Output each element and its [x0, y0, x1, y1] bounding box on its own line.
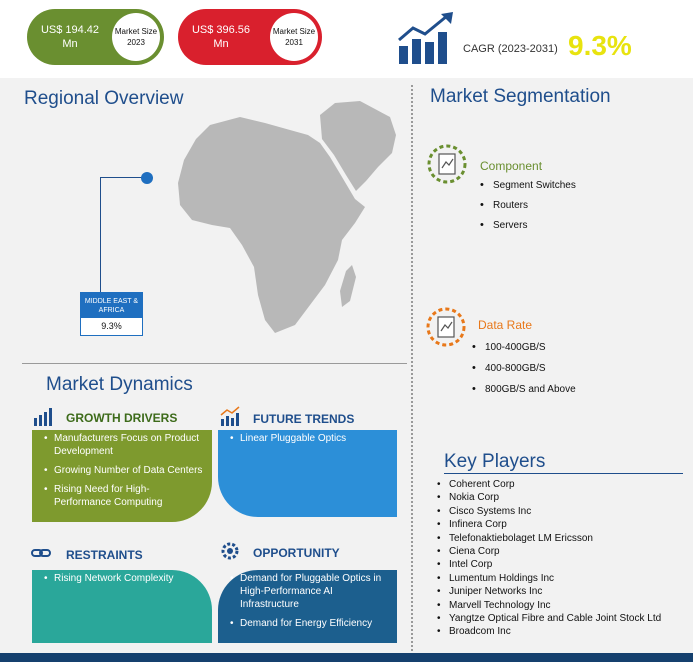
data-rate-list: 100-400GB/S 400-800GB/S 800GB/S and Abov… [472, 341, 576, 405]
market-size-2023-value: US$ 194.42 Mn [40, 24, 100, 50]
key-players-list: Coherent Corp Nokia Corp Cisco Systems I… [437, 478, 677, 639]
list-item: Rising Need for High-Performance Computi… [44, 483, 204, 509]
list-item: Routers [480, 199, 576, 220]
data-rate-icon [426, 307, 466, 347]
region-value: 9.3% [101, 321, 122, 331]
trends-chart-icon [220, 406, 240, 426]
list-item: Yangtze Optical Fibre and Cable Joint St… [437, 612, 677, 626]
market-size-2023-label: Market Size 2023 [112, 13, 160, 61]
footer-bar [0, 653, 693, 662]
future-trends-card: Linear Pluggable Optics [218, 430, 397, 517]
list-item: Rising Network Complexity [44, 572, 204, 585]
list-item: Marvell Technology Inc [437, 599, 677, 613]
component-icon [427, 144, 467, 184]
market-size-2023-pill: US$ 194.42 Mn Market Size 2023 [27, 9, 164, 65]
vertical-divider [411, 85, 413, 655]
list-item: Ciena Corp [437, 545, 677, 559]
market-size-2031-label: Market Size 2031 [270, 13, 318, 61]
list-item: Growing Number of Data Centers [44, 464, 204, 477]
list-item: Demand for Pluggable Optics in High-Perf… [230, 572, 389, 611]
list-item: Servers [480, 219, 576, 240]
list-item: Linear Pluggable Optics [230, 432, 389, 445]
list-item: Telefonaktiebolaget LM Ericsson [437, 532, 677, 546]
list-item: Segment Switches [480, 179, 576, 200]
list-item: Broadcom Inc [437, 625, 677, 639]
key-players-title: Key Players [444, 451, 546, 472]
restraints-card: Rising Network Complexity [32, 570, 212, 643]
list-item: Juniper Networks Inc [437, 585, 677, 599]
component-heading: Component [480, 159, 543, 173]
restraints-heading: RESTRAINTS [66, 548, 143, 562]
data-rate-heading: Data Rate [478, 318, 533, 332]
regional-overview-title: Regional Overview [24, 88, 184, 109]
future-trends-heading: FUTURE TRENDS [253, 412, 355, 426]
growth-bars-icon [34, 408, 52, 426]
list-item: Nokia Corp [437, 491, 677, 505]
horizontal-divider [22, 363, 407, 364]
list-item: Coherent Corp [437, 478, 677, 492]
map-pin-line [100, 177, 146, 292]
chain-link-icon [31, 549, 51, 557]
market-size-2031-value: US$ 396.56 Mn [191, 24, 251, 50]
middle-east-africa-map [178, 101, 396, 333]
market-segmentation-title: Market Segmentation [430, 86, 611, 107]
list-item: Demand for Energy Efficiency [230, 617, 389, 630]
market-size-2031-pill: US$ 396.56 Mn Market Size 2031 [178, 9, 322, 65]
gear-icon [221, 542, 239, 560]
growth-drivers-heading: GROWTH DRIVERS [66, 411, 178, 425]
list-item: Infinera Corp [437, 518, 677, 532]
header-banner: US$ 194.42 Mn Market Size 2023 US$ 396.5… [0, 0, 693, 78]
cagr-label: CAGR (2023-2031) [463, 43, 558, 55]
list-item: 800GB/S and Above [472, 383, 576, 405]
opportunity-heading: OPPORTUNITY [253, 546, 340, 560]
region-callout: MIDDLE EAST & AFRICA 9.3% [80, 292, 143, 336]
list-item: 400-800GB/S [472, 362, 576, 384]
list-item: Cisco Systems Inc [437, 505, 677, 519]
map-pin-dot [141, 172, 153, 184]
growth-drivers-card: Manufacturers Focus on Product Developme… [32, 430, 212, 522]
list-item: 100-400GB/S [472, 341, 576, 363]
component-list: Segment Switches Routers Servers [480, 179, 576, 240]
list-item: Intel Corp [437, 558, 677, 572]
key-players-underline [444, 473, 683, 474]
cagr-value: 9.3% [568, 30, 632, 61]
opportunity-card: Demand for Pluggable Optics in High-Perf… [218, 570, 397, 643]
region-name: MIDDLE EAST & AFRICA [81, 293, 142, 318]
list-item: Manufacturers Focus on Product Developme… [44, 432, 204, 458]
market-dynamics-title: Market Dynamics [46, 374, 193, 395]
growth-chart-icon [398, 12, 453, 64]
list-item: Lumentum Holdings Inc [437, 572, 677, 586]
